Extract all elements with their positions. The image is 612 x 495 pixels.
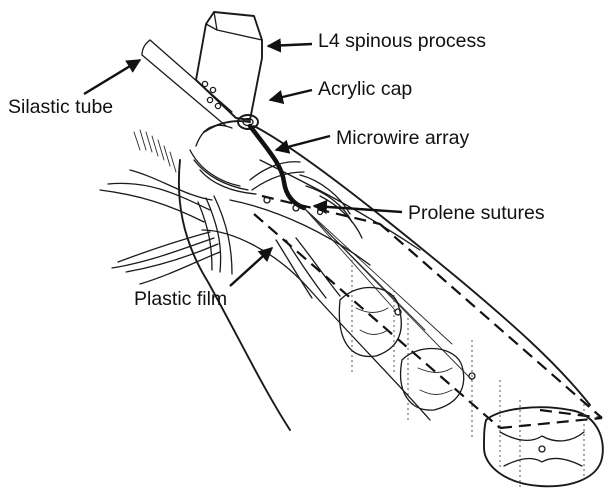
spinal-cross-sections [338, 286, 604, 488]
label-arrows [83, 38, 403, 287]
cap-arrow [268, 88, 313, 105]
sutures-arrow [312, 199, 403, 215]
microwire-array [247, 123, 473, 381]
dotted-reference-lines [351, 260, 585, 490]
spinal-cord [177, 120, 591, 431]
silastic-tube [141, 39, 233, 127]
l4-arrow [266, 38, 313, 53]
label-microwire-array: Microwire array [336, 127, 470, 149]
film-arrow [229, 247, 274, 287]
label-prolene-sutures: Prolene sutures [408, 202, 545, 224]
label-acrylic-cap: Acrylic cap [318, 78, 412, 100]
label-silastic-tube: Silastic tube [8, 96, 113, 118]
dura-hatching [133, 129, 177, 173]
l4-spinous-process [195, 11, 263, 121]
label-l4-spinous-process: L4 spinous process [318, 30, 486, 52]
label-plastic-film: Plastic film [134, 288, 227, 310]
array-arrow [274, 134, 331, 154]
silastic-arrow [83, 58, 142, 96]
